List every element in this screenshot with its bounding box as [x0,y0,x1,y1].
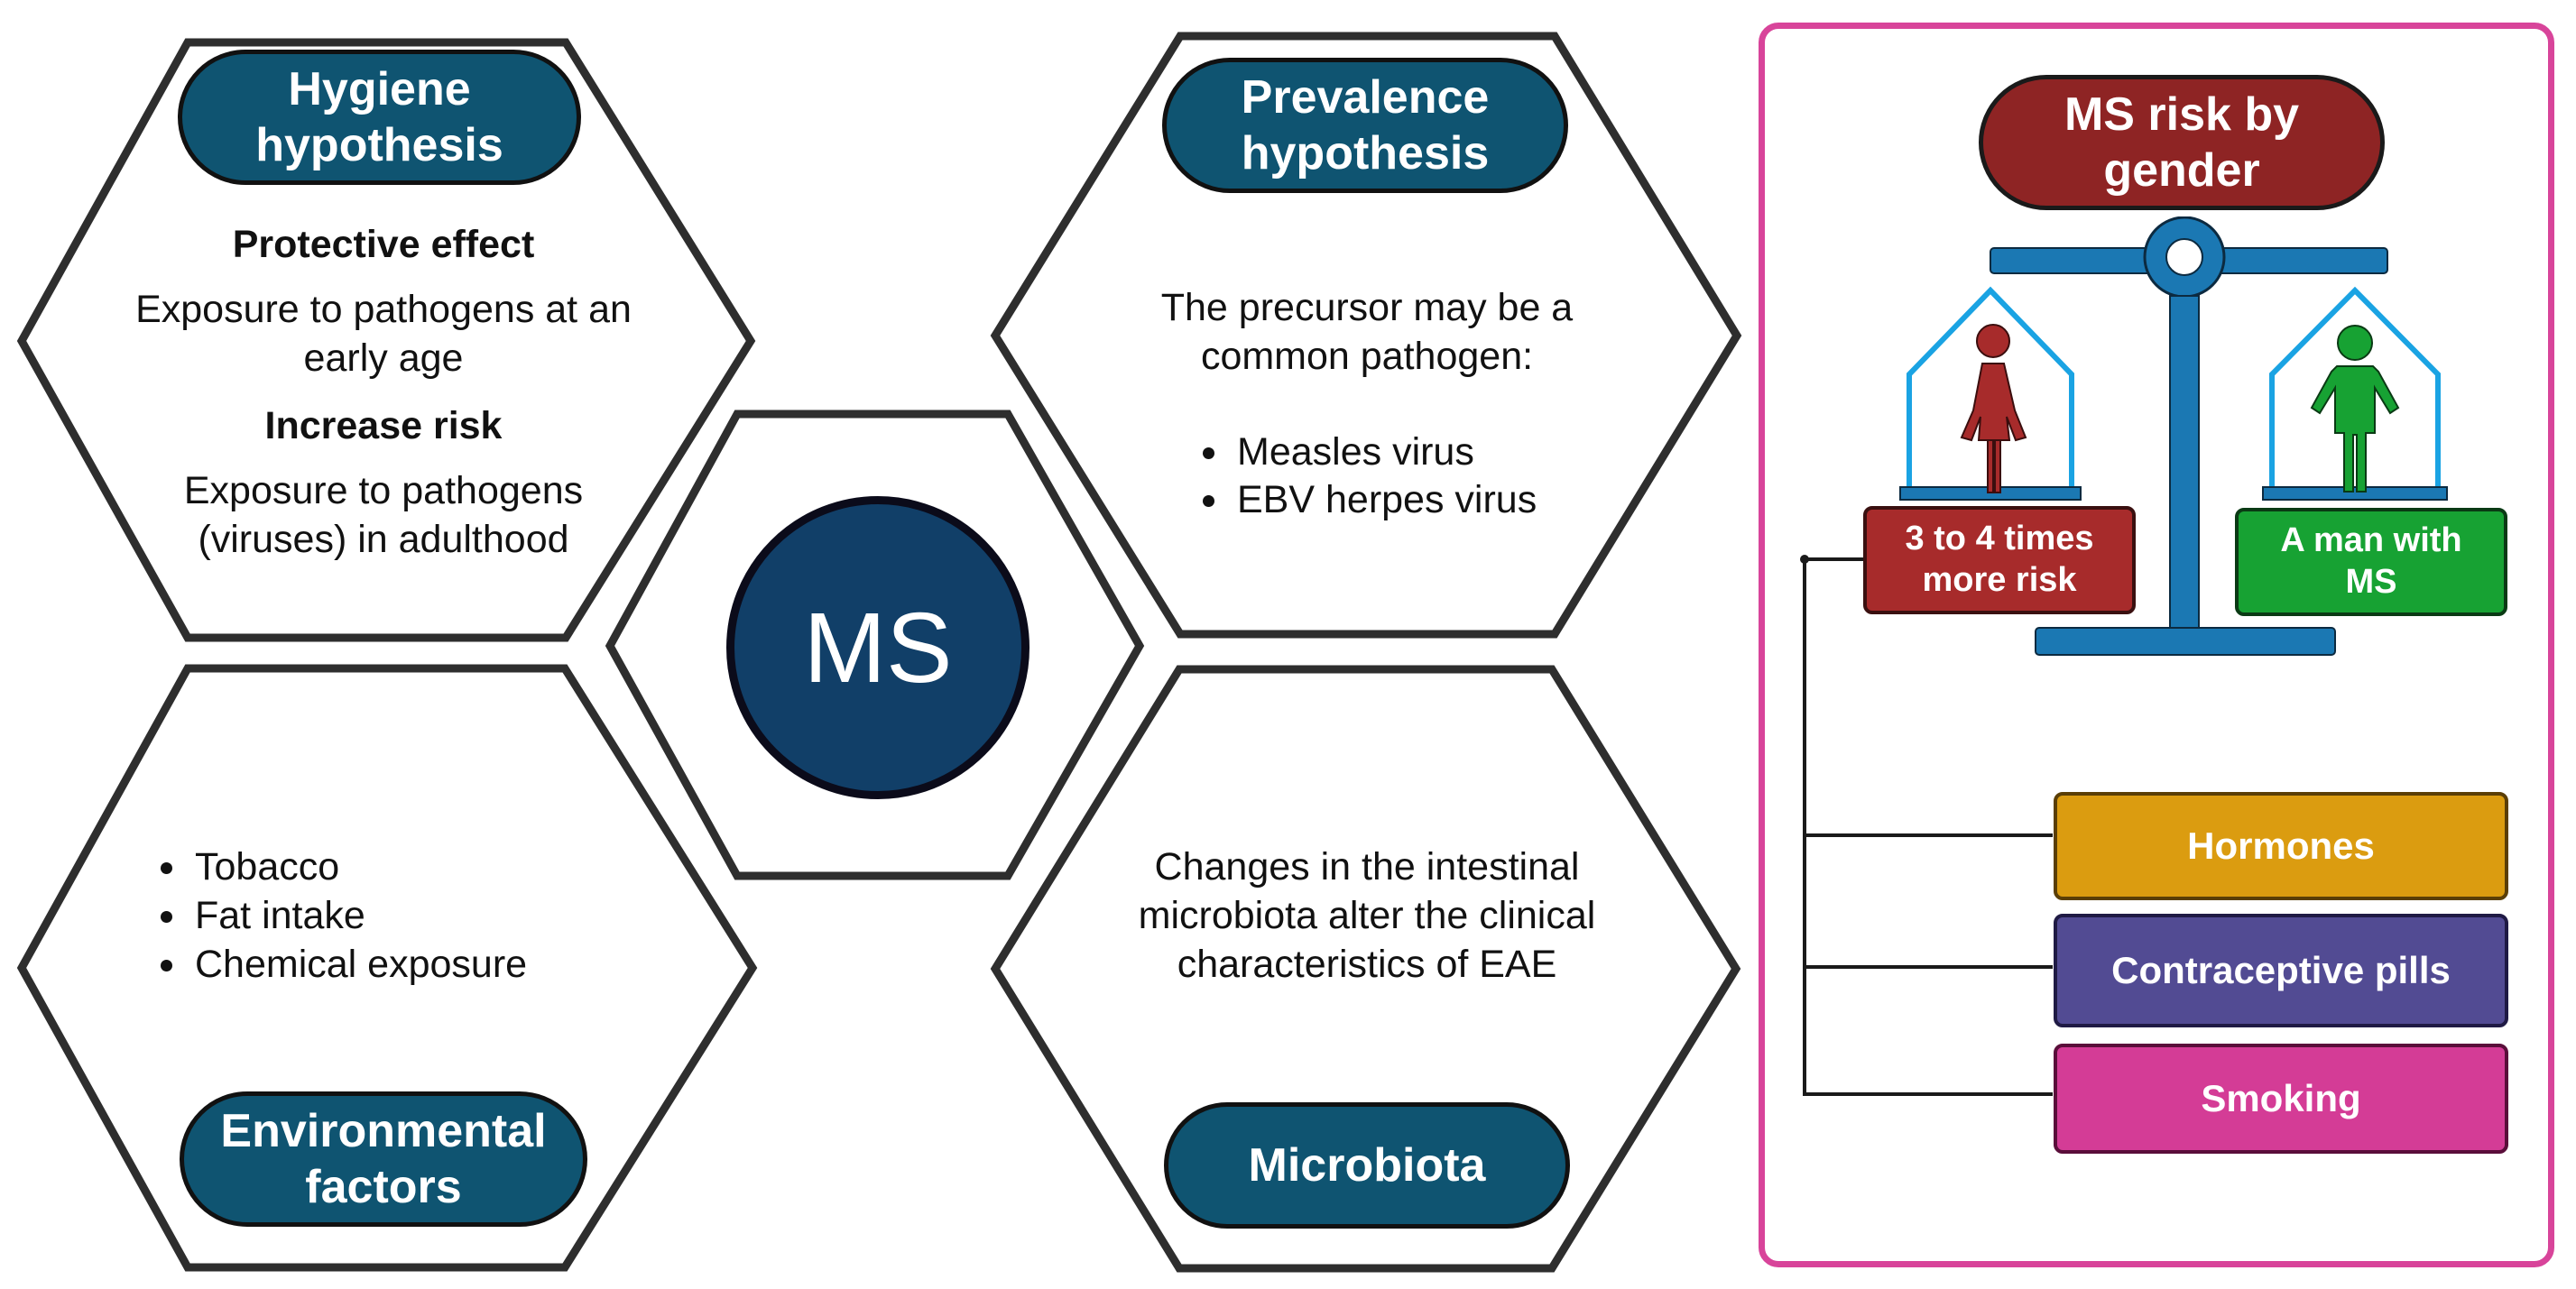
protective-heading: Protective effect [232,223,535,266]
gender-risk-panel [1759,23,2554,1267]
prevalence-list: Measles virus EBV herpes virus [1177,428,1611,526]
hex-prevalence [990,32,1742,639]
factor-smoking: Smoking [2054,1044,2508,1154]
factor-hormones-label: Hormones [2187,824,2375,867]
prevalence-title-pill: Prevalence hypothesis [1162,58,1568,193]
factor-contraceptive-label: Contraceptive pills [2111,948,2451,991]
ms-center-circle: MS [726,496,1029,799]
prevalence-title: Prevalence hypothesis [1241,70,1490,180]
environmental-content: Tobacco Fat intake Chemical exposure [135,843,605,989]
list-item: Fat intake [189,892,605,941]
environmental-title: Environmental factors [220,1104,547,1213]
hygiene-content: Protective effect Exposure to pathogens … [90,221,677,565]
microbiota-text: Changes in the intestinal microbiota alt… [1138,845,1596,986]
man-icon [2310,325,2400,493]
list-item: EBV herpes virus [1232,476,1611,525]
man-text: A man with MS [2280,521,2462,601]
gender-title-pill: MS risk by gender [1979,75,2385,210]
balance-scale-icon [1899,216,2448,656]
risk-heading: Increase risk [264,404,503,448]
factor-smoking-label: Smoking [2201,1076,2361,1119]
factor-connector-lines [1800,555,2053,1096]
factor-contraceptive-pills: Contraceptive pills [2054,914,2508,1027]
woman-icon [1960,324,2027,493]
hygiene-title-pill: Hygiene hypothesis [178,50,581,185]
ms-center-label: MS [803,592,953,704]
hygiene-title: Hygiene hypothesis [255,62,503,171]
list-item: Measles virus [1232,428,1611,477]
protective-text: Exposure to pathogens at an early age [135,287,632,380]
hex-hygiene [16,38,756,642]
prevalence-content: The precursor may be a common pathogen: … [1123,284,1611,525]
gender-title: MS risk by gender [2064,87,2300,197]
list-item: Chemical exposure [189,941,605,990]
man-label: A man with MS [2235,508,2507,616]
prevalence-text: The precursor may be a common pathogen: [1160,286,1574,378]
microbiota-title: Microbiota [1248,1138,1486,1192]
microbiota-content: Changes in the intestinal microbiota alt… [1087,843,1647,989]
woman-risk-text: 3 to 4 times more risk [1905,520,2094,599]
environmental-title-pill: Environmental factors [180,1091,587,1227]
risk-text: Exposure to pathogens (viruses) in adult… [183,469,584,561]
factor-hormones: Hormones [2054,792,2508,900]
hex-microbiota [990,665,1741,1273]
microbiota-title-pill: Microbiota [1164,1102,1570,1229]
list-item: Tobacco [189,843,605,892]
environmental-list: Tobacco Fat intake Chemical exposure [135,843,605,989]
woman-risk-label: 3 to 4 times more risk [1863,506,2136,614]
